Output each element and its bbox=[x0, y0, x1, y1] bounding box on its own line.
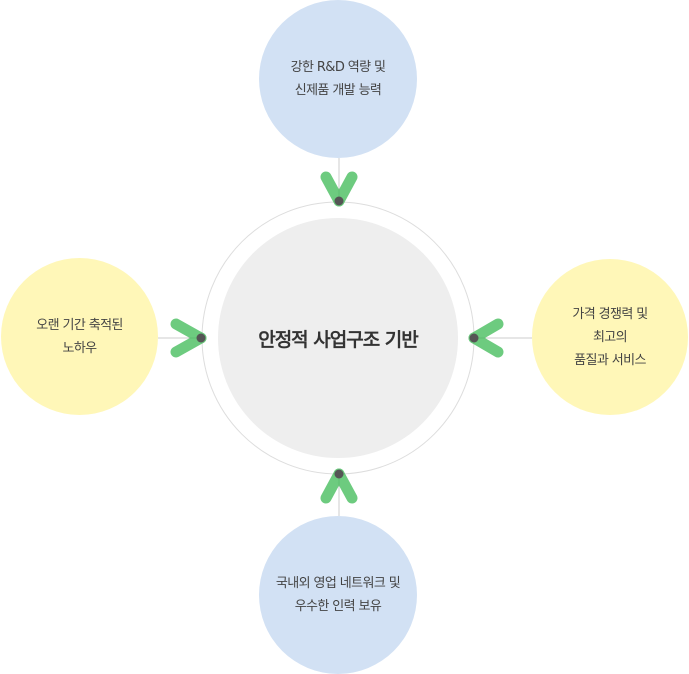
node-left-knowhow: 오랜 기간 축적된 노하우 bbox=[1, 258, 158, 415]
arrow-bottom-icon bbox=[320, 468, 358, 504]
node-bottom-network: 국내외 영업 네트워크 및 우수한 인력 보유 bbox=[259, 516, 417, 674]
dot-right bbox=[469, 333, 479, 343]
dot-top bbox=[334, 196, 344, 206]
dot-left bbox=[196, 333, 206, 343]
center-label: 안정적 사업구조 기반 bbox=[258, 328, 419, 351]
arrow-left-icon bbox=[170, 318, 207, 358]
node-top-rnd: 강한 R&D 역량 및 신제품 개발 능력 bbox=[259, 0, 417, 158]
node-right-quality: 가격 경쟁력 및 최고의 품질과 서비스 bbox=[532, 259, 688, 415]
arrow-top-icon bbox=[320, 171, 358, 207]
node-bottom-line: 우수한 인력 보유 bbox=[294, 599, 382, 614]
node-top-line: 신제품 개발 능력 bbox=[294, 83, 382, 98]
node-left-line: 노하우 bbox=[62, 340, 97, 356]
node-bottom-line: 국내외 영업 네트워크 및 bbox=[275, 576, 401, 591]
center-circle: 안정적 사업구조 기반 bbox=[218, 218, 458, 458]
arrow-right-icon bbox=[468, 318, 504, 358]
node-top-line: 강한 R&D 역량 및 bbox=[290, 60, 386, 75]
node-right-line: 최고의 bbox=[592, 329, 628, 345]
node-right-line: 품질과 서비스 bbox=[574, 352, 646, 368]
dot-bottom bbox=[334, 469, 344, 479]
node-right-line: 가격 경쟁력 및 bbox=[572, 306, 648, 322]
node-left-line: 오랜 기간 축적된 bbox=[36, 317, 123, 333]
